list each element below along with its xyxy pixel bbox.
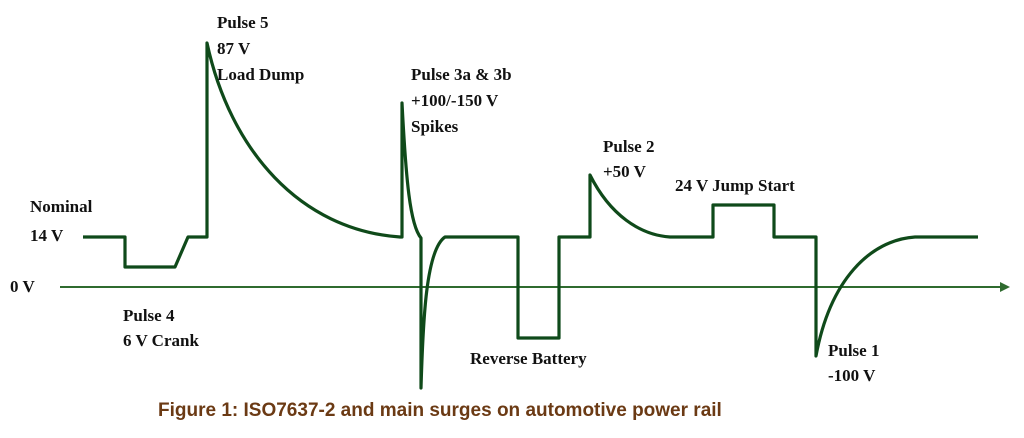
label-jump-start: 24 V Jump Start bbox=[675, 176, 795, 195]
label-pulse3-desc: Spikes bbox=[411, 117, 459, 136]
label-reverse-battery: Reverse Battery bbox=[470, 349, 587, 368]
label-pulse5: Pulse 5 bbox=[217, 13, 268, 32]
label-pulse4-desc: 6 V Crank bbox=[123, 331, 199, 350]
voltage-waveform bbox=[83, 41, 978, 390]
label-pulse2: Pulse 2 bbox=[603, 137, 654, 156]
label-pulse1-value: -100 V bbox=[828, 366, 876, 385]
label-pulse2-value: +50 V bbox=[603, 162, 647, 181]
label-pulse4: Pulse 4 bbox=[123, 306, 175, 325]
label-pulse3-value: +100/-150 V bbox=[411, 91, 499, 110]
label-pulse5-desc: Load Dump bbox=[217, 65, 304, 84]
label-nominal: Nominal bbox=[30, 197, 93, 216]
label-pulse5-value: 87 V bbox=[217, 39, 251, 58]
label-zero-volt: 0 V bbox=[10, 277, 35, 296]
label-nominal-value: 14 V bbox=[30, 226, 64, 245]
label-pulse1: Pulse 1 bbox=[828, 341, 879, 360]
label-pulse3: Pulse 3a & 3b bbox=[411, 65, 512, 84]
figure-caption: Figure 1: ISO7637-2 and main surges on a… bbox=[158, 400, 722, 421]
